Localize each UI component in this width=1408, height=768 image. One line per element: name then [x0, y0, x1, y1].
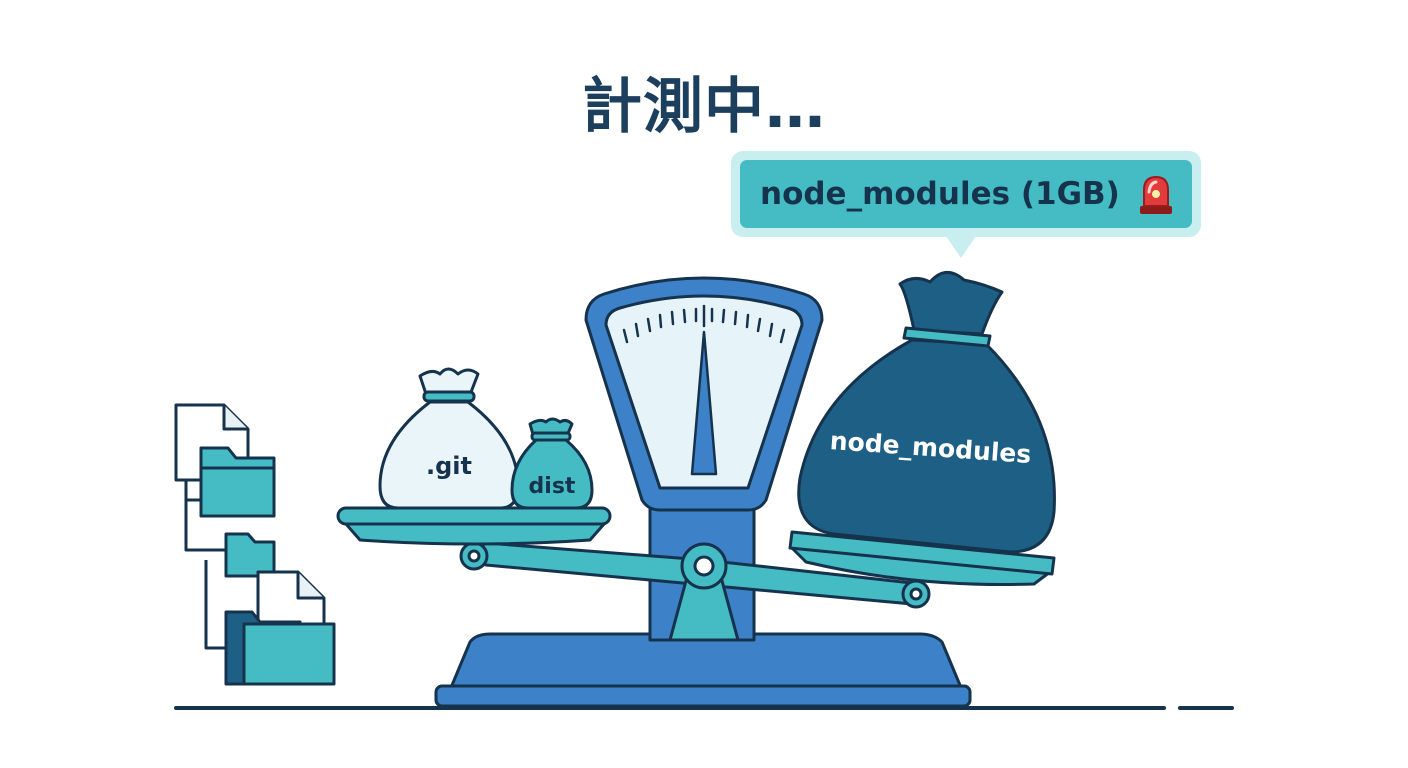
- folder-icon: [199, 446, 276, 518]
- node-modules-bag: node_modules: [797, 271, 1056, 554]
- right-pan: [788, 530, 1056, 587]
- dial-needle: [690, 330, 718, 476]
- callout-body: node_modules (1GB): [740, 160, 1192, 228]
- dist-bag-label: dist: [529, 474, 576, 499]
- folder-icon: [224, 532, 276, 578]
- rotating-light-icon: [1139, 175, 1172, 214]
- folder-icon: [224, 610, 336, 686]
- callout-pointer: [946, 236, 976, 258]
- git-bag-label: .git: [426, 452, 472, 480]
- git-bag: .git: [378, 367, 520, 510]
- scale-base: [434, 632, 972, 708]
- left-pan: [336, 506, 612, 546]
- callout-text: node_modules (1GB): [760, 176, 1120, 212]
- scale-beam: [459, 541, 931, 642]
- size-callout: node_modules (1GB): [731, 151, 1201, 237]
- scale-dial: [584, 276, 824, 512]
- page-title: 計測中…: [582, 72, 826, 142]
- dist-bag: dist: [510, 417, 594, 510]
- file-tree: [174, 403, 336, 686]
